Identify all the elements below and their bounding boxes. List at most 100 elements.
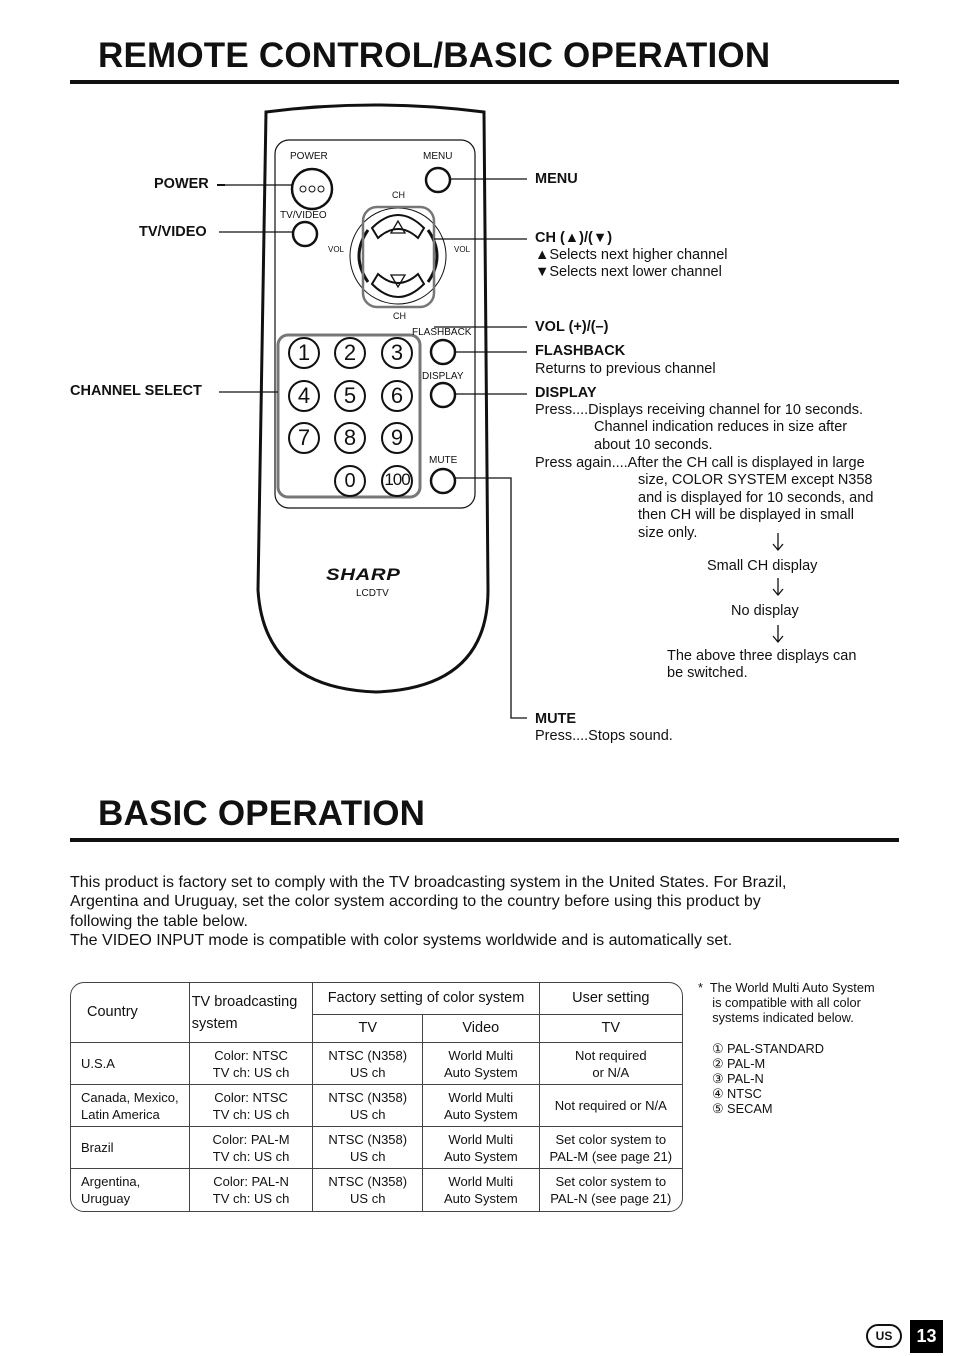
digit-1: 1	[297, 340, 311, 365]
display-step-small-ch: Small CH display	[707, 558, 818, 574]
display-note-line: The above three displays can	[667, 648, 857, 664]
digit-2: 2	[343, 340, 357, 365]
intro-line: The VIDEO INPUT mode is compatible with …	[70, 932, 733, 949]
digit-5: 5	[343, 383, 357, 408]
cell-country: Brazil	[81, 1140, 114, 1155]
header-factory-video: Video	[423, 1015, 540, 1043]
cell-tv: US ch	[350, 1106, 386, 1122]
cell-bcast: Color: NTSC	[214, 1089, 288, 1105]
page-number: 13	[910, 1320, 943, 1353]
color-system-table: Country TV broadcasting system Factory s…	[70, 982, 683, 1212]
remote-label-ch: CH	[392, 190, 405, 200]
callout-mute-desc: Press....Stops sound.	[535, 728, 673, 744]
cell-tv: NTSC (N358)	[328, 1089, 408, 1105]
digit-6: 6	[390, 383, 404, 408]
footnote-system: ① PAL-STANDARD	[712, 1041, 824, 1056]
cell-country: Uruguay	[81, 1191, 131, 1206]
header-country: Country	[71, 983, 190, 1043]
remote-label-mute: MUTE	[429, 455, 458, 466]
callout-vol: VOL (+)/(–)	[535, 319, 609, 335]
callout-mute-title: MUTE	[535, 711, 577, 727]
remote-label-vol-right: VOL	[454, 245, 471, 254]
display-step-no-display: No display	[731, 603, 799, 619]
region-badge: US	[866, 1324, 902, 1348]
display-press-line: Channel indication reduces in size after	[594, 419, 848, 435]
remote-label-display: DISPLAY	[422, 371, 464, 382]
callout-menu: MENU	[535, 171, 578, 187]
cell-country: Argentina,	[81, 1174, 141, 1189]
cell-bcast: TV ch: US ch	[212, 1191, 290, 1206]
cell-bcast: Color: PAL-M	[212, 1131, 290, 1147]
remote-label-ch-bottom: CH	[393, 311, 406, 321]
digit-3: 3	[390, 340, 404, 365]
cell-user: PAL-N (see page 21)	[550, 1191, 672, 1206]
callout-ch-title: CH (▲)/(▼)	[535, 230, 613, 246]
cell-user: Set color system to	[555, 1174, 667, 1189]
footnote-system: ② PAL-M	[712, 1056, 766, 1071]
cell-video: Auto System	[443, 1148, 518, 1164]
digit-4: 4	[297, 383, 311, 408]
title-rule	[70, 80, 899, 84]
table-row: Argentina, Uruguay Color: PAL-N TV ch: US …	[71, 1169, 682, 1211]
header-factory-tv: TV	[313, 1015, 424, 1043]
cell-tv: US ch	[350, 1148, 386, 1164]
intro-line: following the table below.	[70, 913, 248, 930]
digit-7: 7	[297, 425, 311, 450]
cell-user: Set color system to	[555, 1131, 667, 1147]
cell-tv: US ch	[350, 1191, 386, 1206]
footnote-line: is compatible with all color	[698, 995, 861, 1010]
cell-tv: NTSC (N358)	[328, 1047, 408, 1063]
callout-tv-video: TV/VIDEO	[139, 224, 207, 240]
cell-bcast: TV ch: US ch	[212, 1106, 290, 1122]
cell-tv: NTSC (N358)	[328, 1174, 408, 1189]
table-row: Canada, Mexico,Latin America Color: NTSC…	[71, 1085, 682, 1127]
footnote-line: * The World Multi Auto System	[698, 980, 875, 995]
cell-video: Auto System	[443, 1064, 518, 1080]
footnote-line: systems indicated below.	[698, 1010, 854, 1025]
display-again-line: size, COLOR SYSTEM except N358	[638, 472, 873, 488]
remote-illustration	[217, 103, 784, 719]
display-again-line: Press again....After the CH call is disp…	[535, 455, 865, 471]
cell-video: World Multi	[448, 1174, 514, 1189]
remote-label-flashback: FLASHBACK	[412, 327, 472, 338]
callout-flashback-title: FLASHBACK	[535, 343, 626, 359]
header-user-setting: User setting	[539, 983, 682, 1015]
cell-country: U.S.A	[81, 1056, 115, 1071]
cell-video: Auto System	[443, 1191, 518, 1206]
cell-bcast: Color: PAL-N	[213, 1174, 289, 1189]
remote-model: LCDTV	[356, 588, 389, 599]
intro-line: This product is factory set to comply wi…	[70, 874, 787, 891]
display-again-line: size only.	[638, 525, 698, 541]
cell-user: Not required	[575, 1047, 647, 1063]
display-note-line: be switched.	[667, 665, 748, 681]
display-press-line: Press....Displays receiving channel for …	[535, 402, 864, 418]
digit-0: 0	[344, 470, 356, 492]
digit-9: 9	[390, 425, 404, 450]
cell-video: World Multi	[448, 1089, 514, 1105]
cell-tv: NTSC (N358)	[328, 1131, 408, 1147]
cell-bcast: TV ch: US ch	[212, 1148, 290, 1164]
section-title-remote: REMOTE CONTROL/BASIC OPERATION	[98, 36, 771, 75]
callout-ch-down: ▼Selects next lower channel	[535, 264, 722, 280]
footnote-system: ④ NTSC	[712, 1086, 762, 1101]
section-title-basic-operation: BASIC OPERATION	[98, 794, 426, 833]
cell-video: World Multi	[448, 1131, 514, 1147]
display-press-line: about 10 seconds.	[594, 437, 713, 453]
cell-bcast: TV ch: US ch	[212, 1064, 290, 1080]
digit-100: 100	[384, 470, 410, 489]
display-again-line: then CH will be displayed in small	[638, 507, 854, 523]
cell-user: or N/A	[592, 1064, 630, 1080]
header-tv-broadcasting: TV broadcasting system	[189, 983, 314, 1043]
remote-label-tv-video: TV/VIDEO	[280, 210, 327, 221]
title-rule	[70, 838, 899, 842]
header-user-tv: TV	[539, 1015, 682, 1043]
digit-8: 8	[343, 425, 357, 450]
display-again-line: and is displayed for 10 seconds, and	[638, 490, 874, 506]
footnote-system: ⑤ SECAM	[712, 1101, 773, 1116]
header-factory-setting: Factory setting of color system	[313, 983, 540, 1015]
cell-country: Latin America	[81, 1106, 160, 1122]
remote-label-power: POWER	[290, 151, 328, 162]
cell-user: PAL-M (see page 21)	[549, 1148, 673, 1164]
